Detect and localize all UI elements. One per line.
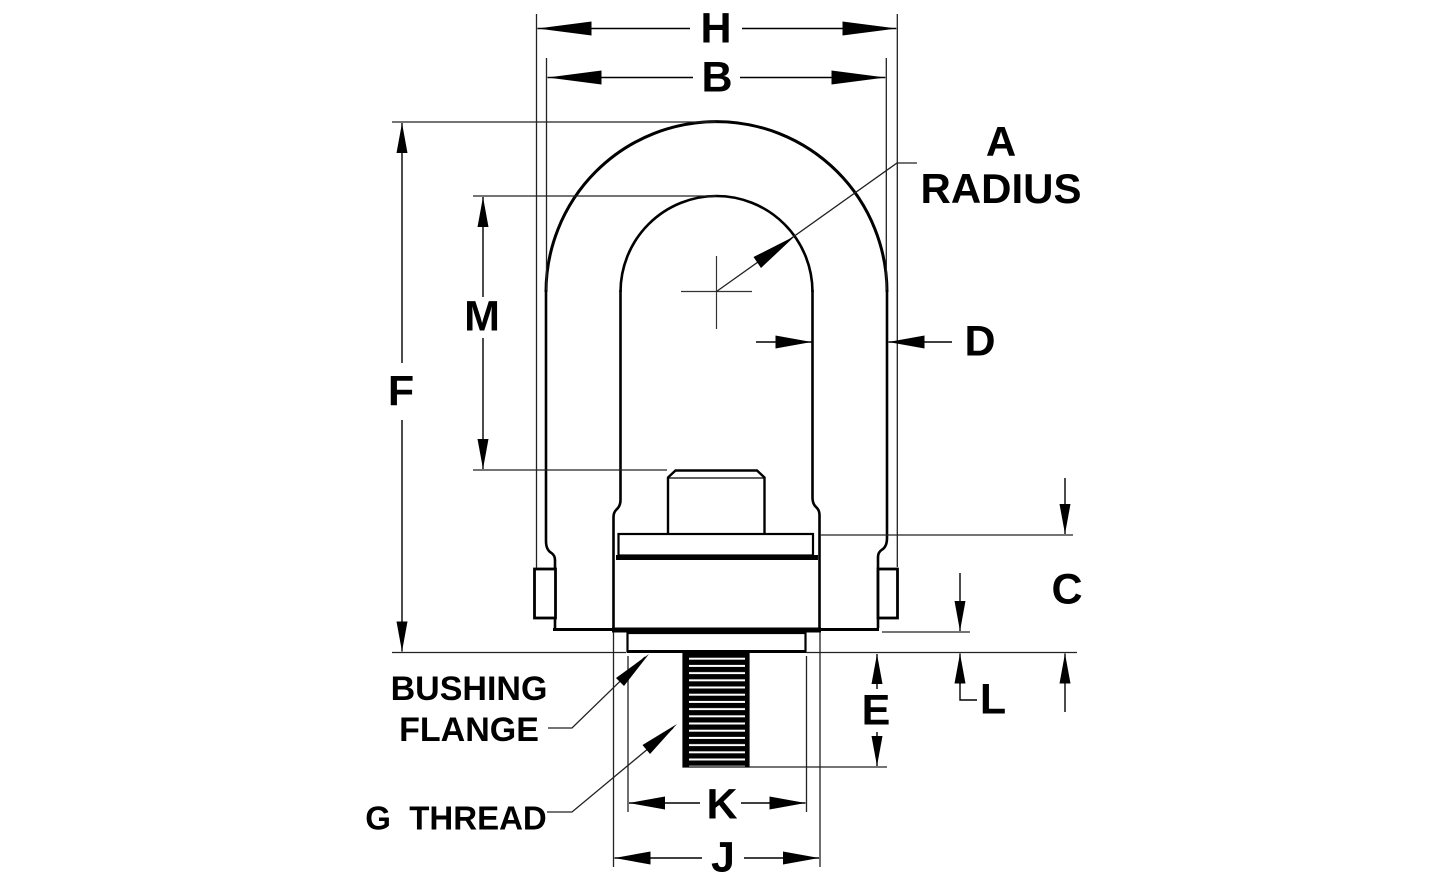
bail-outer-arc [544,120,889,293]
dim-label-m: M [464,292,500,341]
radius-callout-line1: A [985,118,1017,165]
center-mark [681,256,752,329]
bushing-flange-callout: BUSHING FLANGE [391,669,548,751]
dim-label-d: D [964,317,996,366]
dim-label-k: K [706,780,738,829]
g-thread-leader [547,727,674,813]
dim-l-leader [959,683,977,701]
bushing-flange-rect [626,631,807,653]
hoist-ring-outline [533,120,899,768]
right-ear-lug [876,567,899,620]
leader-arrowheads [616,236,795,754]
bushing-flange-arrowhead [616,654,649,686]
center-boss [666,469,766,534]
top-flange-plate [617,532,815,557]
dim-label-b: B [701,53,733,102]
dimension-lines [396,21,1071,865]
left-ear-lug [533,567,557,620]
dim-label-f: F [387,367,415,416]
g-thread-arrowhead [642,724,677,754]
bail-right-inner-leg [811,290,821,629]
g-thread-callout: G THREAD [365,799,547,837]
dim-label-l: L [979,675,1007,724]
bushing-flange-callout-line1: BUSHING [390,670,548,708]
radius-arrowhead [753,236,795,268]
dim-label-h: H [700,4,732,53]
radius-callout-line2: RADIUS [920,165,1082,212]
dim-label-c: C [1051,565,1083,614]
dim-label-j: J [711,833,735,882]
bail-left-inner-leg [612,290,622,629]
bail-left-outer-leg [544,290,557,628]
bail-inner-arc [619,194,814,293]
radius-callout: A RADIUS [920,118,1081,212]
bail-right-outer-leg [876,290,889,628]
extension-lines [392,14,1077,867]
bushing-flange-callout-line2: FLANGE [399,711,539,749]
threaded-stud [682,652,750,768]
dim-label-e: E [861,686,891,735]
